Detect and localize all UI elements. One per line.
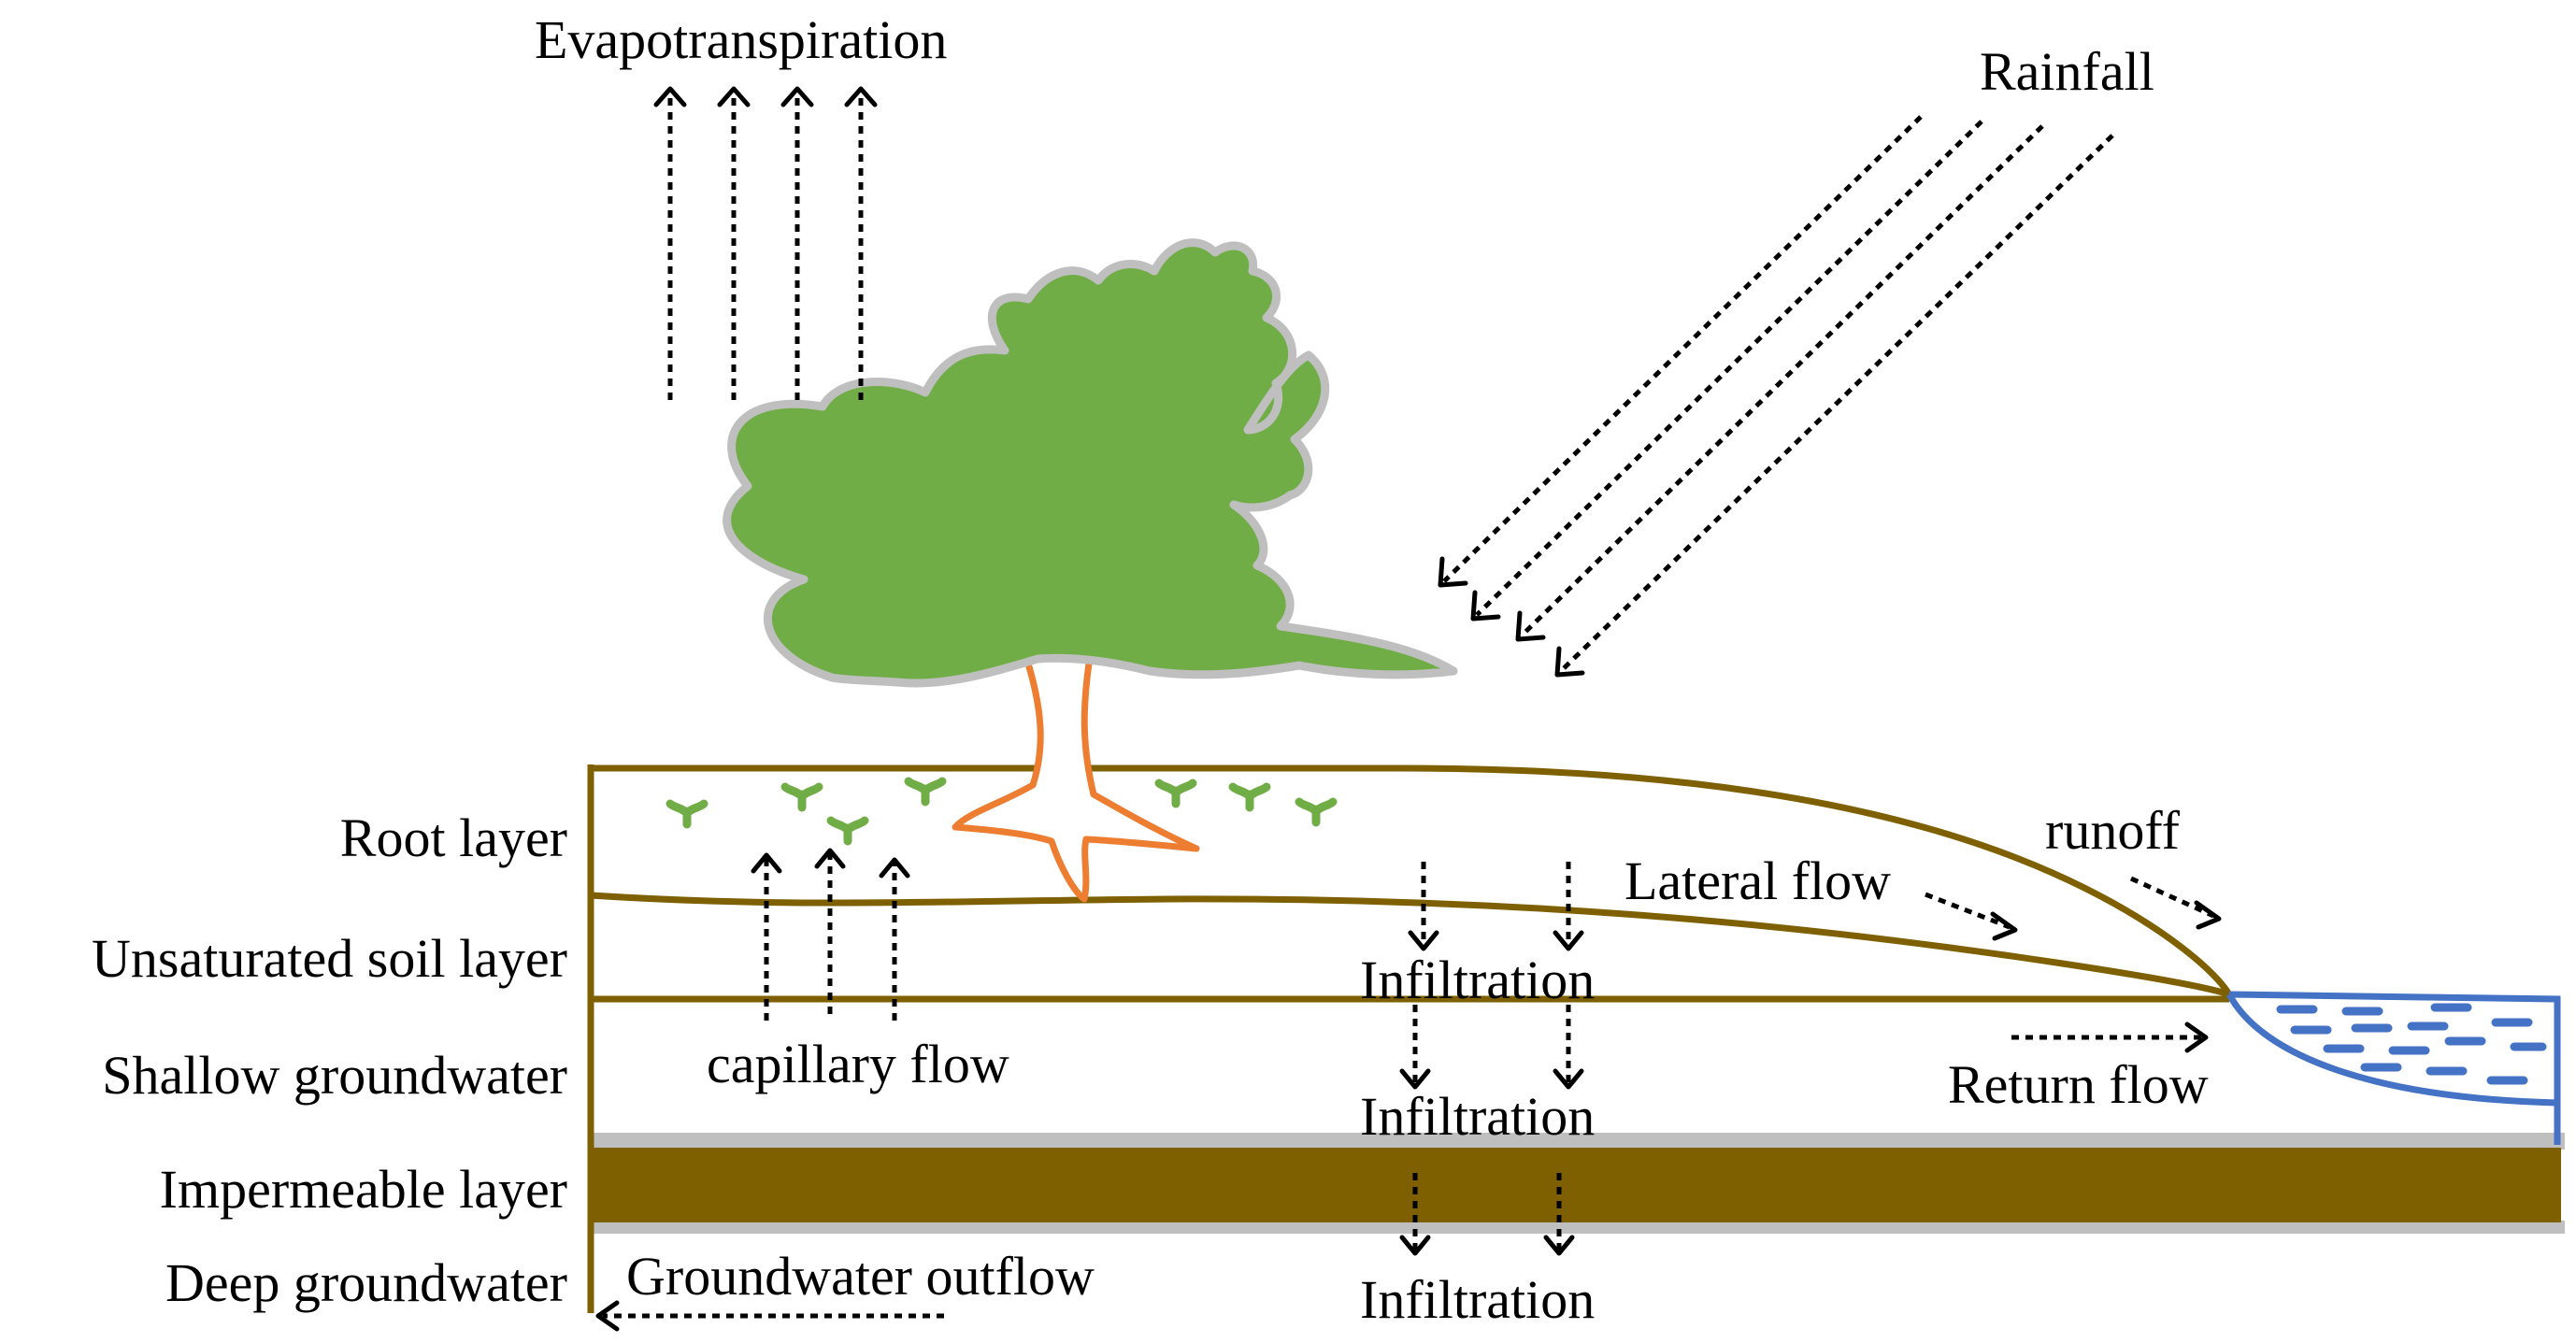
unsaturated-soil-layer-label: Unsaturated soil layer: [92, 928, 567, 989]
runoff-arrow: [2129, 876, 2222, 930]
infiltration-label-1: Infiltration: [1360, 950, 1595, 1010]
infiltration-label-3: Infiltration: [1360, 1269, 1595, 1330]
lateral-flow-arrow: [1925, 892, 2018, 941]
sprout-icon: [904, 777, 947, 807]
soil-profile: [587, 764, 2565, 1313]
tree-icon: [723, 238, 1458, 903]
sprout-icon: [665, 799, 708, 829]
sprout-icon: [780, 782, 823, 812]
sprout-icon: [1295, 797, 1338, 827]
groundwater-outflow-label: Groundwater outflow: [626, 1246, 1095, 1307]
lateral-flow-label: Lateral flow: [1624, 850, 1891, 911]
ground-surface: [591, 764, 2232, 996]
infiltration-arrows: [1399, 862, 1584, 1256]
return-flow-label: Return flow: [1948, 1054, 2209, 1115]
rainfall-label: Rainfall: [1980, 41, 2154, 102]
capillary-flow-arrows: [751, 848, 910, 1021]
rainfall-arrows: [1438, 115, 2114, 678]
impermeable-layer-band: [591, 1148, 2561, 1222]
water-body-icon: [2225, 991, 2561, 1145]
tree-trunk: [952, 662, 1200, 903]
grey-band-lower: [591, 1221, 2565, 1234]
capillary-flow-label: capillary flow: [707, 1034, 1009, 1094]
infiltration-label-2: Infiltration: [1360, 1086, 1595, 1147]
sprout-icon: [1154, 779, 1197, 808]
impermeable-layer-label: Impermeable layer: [160, 1159, 567, 1220]
deep-groundwater-label: Deep groundwater: [165, 1252, 567, 1313]
shallow-groundwater-label: Shallow groundwater: [102, 1045, 567, 1106]
return-flow-arrow: [2011, 1022, 2209, 1053]
evapotranspiration-label: Evapotranspiration: [535, 9, 947, 70]
tree-crown: [723, 238, 1458, 688]
groundwater-outflow-arrow: [595, 1300, 944, 1332]
runoff-label: runoff: [2045, 800, 2181, 861]
sprout-icon: [826, 816, 869, 846]
grey-band: [591, 1133, 2565, 1150]
sprout-icon: [1228, 782, 1271, 812]
sprouts: [665, 777, 1338, 846]
root-layer-boundary: [590, 892, 2231, 998]
evapotranspiration-arrows: [653, 86, 878, 400]
root-layer-label: Root layer: [340, 807, 567, 868]
